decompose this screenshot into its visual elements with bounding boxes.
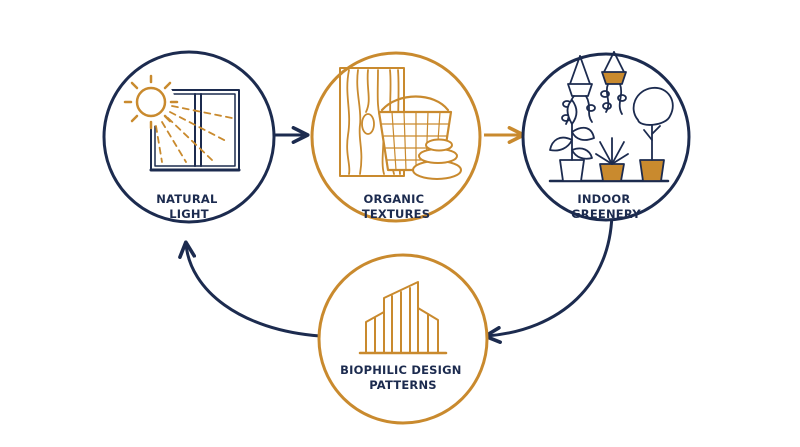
node-biophilic-label: BIOPHILIC DESIGN PATTERNS <box>340 363 466 392</box>
node-organic-textures: ORGANIC TEXTURES <box>310 51 482 223</box>
node-biophilic-design-patterns: BIOPHILIC DESIGN PATTERNS <box>317 253 489 425</box>
node-natural-light-label: NATURAL LIGHT <box>156 192 222 221</box>
node-indoor-greenery: INDOOR GREENERY <box>521 51 691 222</box>
node-indoor-greenery-label: INDOOR GREENERY <box>571 192 641 221</box>
plants-icon <box>548 51 674 183</box>
sun-window-icon <box>123 74 241 172</box>
edge-indoor-greenery-to-biophilic <box>483 209 614 344</box>
node-biophilic-circle <box>317 253 489 425</box>
node-organic-textures-label: ORGANIC TEXTURES <box>362 192 430 221</box>
node-natural-light: NATURAL LIGHT <box>102 50 276 224</box>
wood-basket-stones-icon <box>339 67 462 180</box>
edge-biophilic-to-natural-light <box>178 240 321 338</box>
buildings-icon <box>358 281 448 355</box>
